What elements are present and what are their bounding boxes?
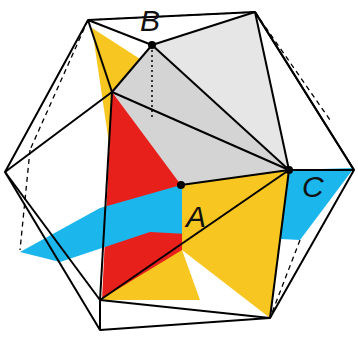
point-label: C xyxy=(302,172,324,202)
point-label: B xyxy=(140,6,160,36)
point-label: A xyxy=(186,202,206,232)
